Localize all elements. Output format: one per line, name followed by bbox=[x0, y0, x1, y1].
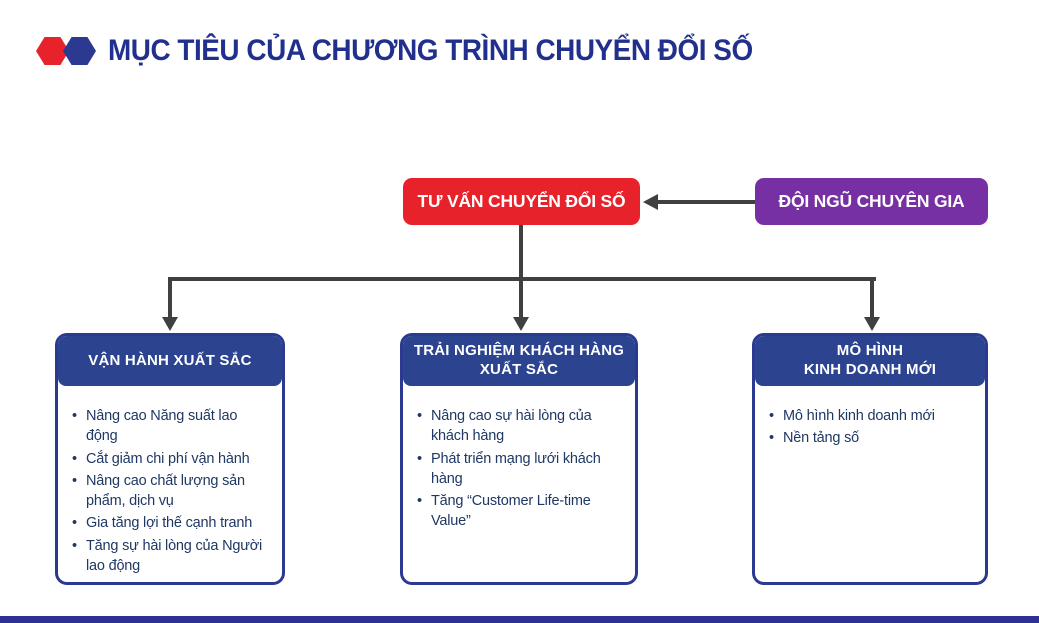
consulting-box: TƯ VẤN CHUYỂN ĐỔI SỐ bbox=[403, 178, 640, 225]
card-customer-experience: TRẢI NGHIỆM KHÁCH HÀNG XUẤT SẮC Nâng cao… bbox=[400, 333, 638, 585]
card-operational-excellence: VẬN HÀNH XUẤT SẮC Nâng cao Năng suất lao… bbox=[55, 333, 285, 585]
card-body: Nâng cao sự hài lòng của khách hàng Phát… bbox=[403, 386, 635, 544]
arrow-left-icon bbox=[643, 193, 658, 210]
arrow-down-icon-2 bbox=[513, 317, 529, 331]
title-row: MỤC TIÊU CỦA CHƯƠNG TRÌNH CHUYỂN ĐỔI SỐ bbox=[36, 34, 801, 68]
card-header: MÔ HÌNH KINH DOANH MỚI bbox=[755, 336, 985, 386]
blue-hexagon-icon bbox=[63, 37, 96, 65]
experts-box: ĐỘI NGŨ CHUYÊN GIA bbox=[755, 178, 988, 225]
bullet-item: Phát triển mạng lưới khách hàng bbox=[415, 449, 625, 490]
card-body: Nâng cao Năng suất lao động Cắt giảm chi… bbox=[58, 386, 282, 582]
connector-stem bbox=[519, 225, 523, 280]
card-new-business-model: MÔ HÌNH KINH DOANH MỚI Mô hình kinh doan… bbox=[752, 333, 988, 585]
bullet-item: Cắt giảm chi phí vận hành bbox=[70, 449, 272, 470]
card-body: Mô hình kinh doanh mới Nền tảng số bbox=[755, 386, 985, 461]
connector-drop-3 bbox=[870, 277, 874, 320]
bullet-item: Nâng cao Năng suất lao động bbox=[70, 406, 272, 447]
bullet-item: Nâng cao chất lượng sản phẩm, dịch vụ bbox=[70, 471, 272, 512]
connector-drop-1 bbox=[168, 277, 172, 320]
experts-to-consulting-line bbox=[658, 199, 755, 204]
bullet-item: Tăng sự hài lòng của Người lao động bbox=[70, 536, 272, 577]
connector-drop-2 bbox=[519, 277, 523, 320]
card-header: VẬN HÀNH XUẤT SẮC bbox=[58, 336, 282, 386]
arrow-down-icon-1 bbox=[162, 317, 178, 331]
arrow-down-icon-3 bbox=[864, 317, 880, 331]
bullet-item: Nâng cao sự hài lòng của khách hàng bbox=[415, 406, 625, 447]
bullet-item: Nền tảng số bbox=[767, 428, 975, 449]
page-title: MỤC TIÊU CỦA CHƯƠNG TRÌNH CHUYỂN ĐỔI SỐ bbox=[108, 34, 753, 67]
bullet-item: Mô hình kinh doanh mới bbox=[767, 406, 975, 427]
bottom-accent-bar bbox=[0, 616, 1039, 623]
bullet-item: Gia tăng lợi thế cạnh tranh bbox=[70, 513, 272, 534]
card-header: TRẢI NGHIỆM KHÁCH HÀNG XUẤT SẮC bbox=[403, 336, 635, 386]
bullet-item: Tăng “Customer Life-time Value” bbox=[415, 491, 625, 532]
